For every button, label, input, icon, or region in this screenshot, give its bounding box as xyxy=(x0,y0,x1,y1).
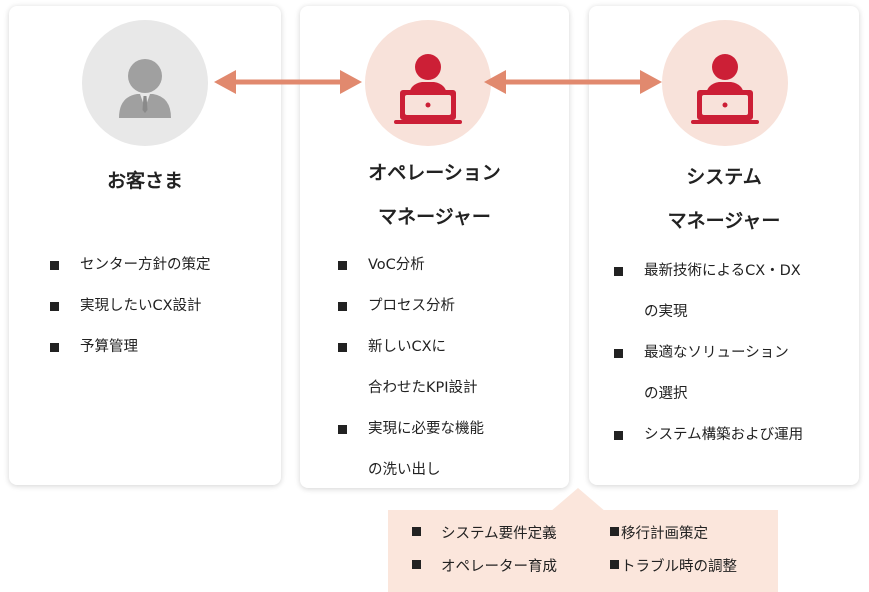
square-bullet-icon xyxy=(614,431,623,440)
operator-laptop-icon xyxy=(394,54,462,124)
operation-title: オペレーション マネージャー xyxy=(368,162,501,228)
square-bullet-icon xyxy=(412,527,421,536)
list-item: プロセス分析 xyxy=(338,286,484,327)
square-bullet-icon xyxy=(614,349,623,358)
list-item: VoC分析 xyxy=(338,245,484,286)
list-item-continuation: の実現 xyxy=(644,304,688,320)
list-item: センター方針の策定 xyxy=(50,245,211,286)
list-item-continuation: の選択 xyxy=(644,386,688,402)
system-avatar xyxy=(662,20,788,146)
square-bullet-icon xyxy=(610,527,619,536)
operation-manager-card: オペレーション マネージャー VoC分析 プロセス分析 新しいCXに 合わせたK… xyxy=(300,6,569,488)
list-item: システム構築および運用 xyxy=(614,415,803,456)
operation-items: VoC分析 プロセス分析 新しいCXに 合わせたKPI設計 実現に必要な機能 の… xyxy=(338,245,484,491)
list-item: 予算管理 xyxy=(50,327,211,368)
person-icon xyxy=(119,59,171,118)
list-item: 最適なソリューション xyxy=(614,333,803,374)
square-bullet-icon xyxy=(338,261,347,270)
square-bullet-icon xyxy=(412,560,421,569)
customer-title: お客さま xyxy=(106,170,183,192)
list-item: 最新技術によるCX・DX xyxy=(614,251,803,292)
square-bullet-icon xyxy=(614,267,623,276)
shared-tasks-callout: システム要件定義 移行計画策定 オペレーター育成 トラブル時の調整 xyxy=(388,510,778,592)
square-bullet-icon xyxy=(50,343,59,352)
list-item: 新しいCXに xyxy=(338,327,484,368)
system-items: 最新技術によるCX・DX の実現 最適なソリューション の選択 システム構築およ… xyxy=(614,251,803,456)
list-item-continuation: 合わせたKPI設計 xyxy=(368,380,478,396)
callout-item: システム要件定義 xyxy=(412,524,557,544)
callout-item: オペレーター育成 xyxy=(412,557,557,577)
double-arrow-icon xyxy=(214,70,362,94)
callout-item: トラブル時の調整 xyxy=(610,557,737,577)
customer-avatar xyxy=(82,20,208,146)
system-title: システム マネージャー xyxy=(667,166,781,232)
customer-items: センター方針の策定 実現したいCX設計 予算管理 xyxy=(50,245,211,368)
square-bullet-icon xyxy=(338,343,347,352)
double-arrow-icon xyxy=(484,70,662,94)
list-item-continuation: の洗い出し xyxy=(368,462,441,478)
list-item: 実現したいCX設計 xyxy=(50,286,211,327)
square-bullet-icon xyxy=(610,560,619,569)
square-bullet-icon xyxy=(50,302,59,311)
system-manager-card: システム マネージャー 最新技術によるCX・DX の実現 最適なソリューション … xyxy=(589,6,859,485)
list-item: 実現に必要な機能 xyxy=(338,409,484,450)
operator-laptop-icon xyxy=(691,54,759,124)
callout-item: 移行計画策定 xyxy=(610,524,708,544)
square-bullet-icon xyxy=(338,302,347,311)
square-bullet-icon xyxy=(50,261,59,270)
square-bullet-icon xyxy=(338,425,347,434)
callout-pointer xyxy=(550,488,606,512)
operation-avatar xyxy=(365,20,491,146)
